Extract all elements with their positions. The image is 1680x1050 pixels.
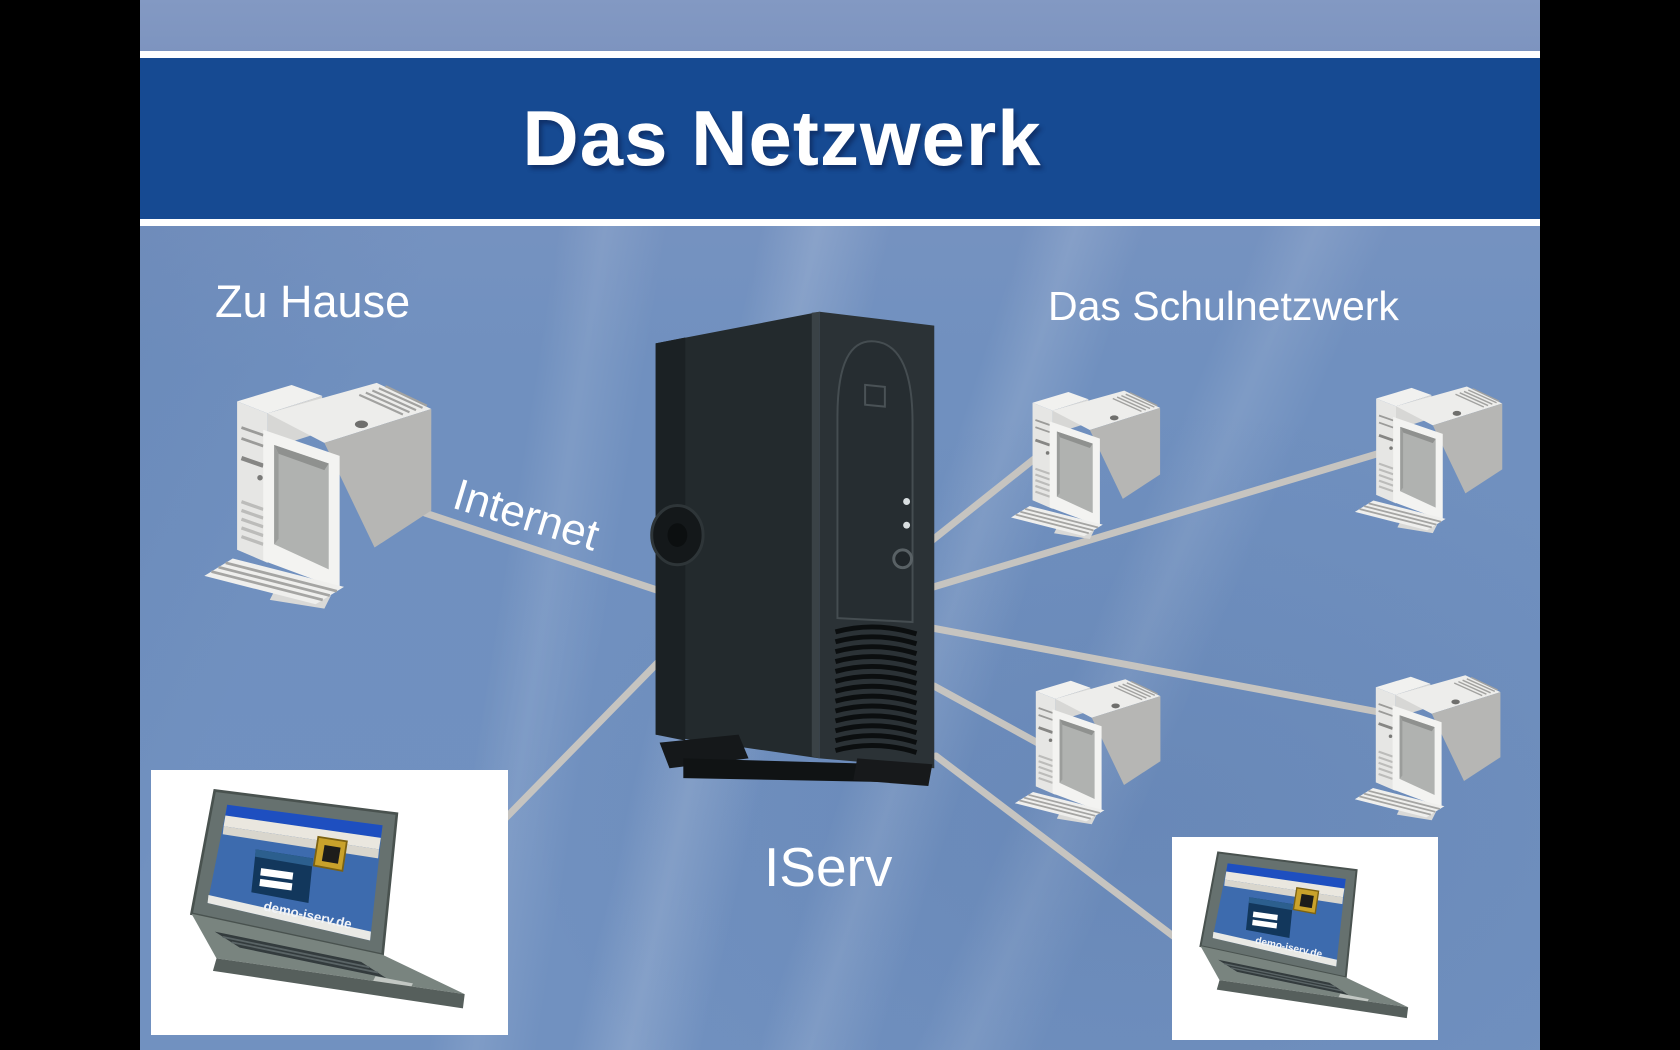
school-laptop-photo: demo-iserv.de (1172, 837, 1438, 1040)
line-home-laptop-to-server (488, 641, 679, 836)
school-pc-4-illustration (1352, 662, 1506, 830)
home-pc-illustration (200, 362, 440, 624)
title-banner: Das Netzwerk (140, 58, 1540, 219)
school-pc-2-illustration (1352, 373, 1508, 543)
line-server-to-school-pc-1 (926, 444, 1052, 546)
laptop-illustration: demo-iserv.de (1199, 851, 1409, 1019)
separator-line-top (140, 51, 1540, 58)
slide-top-strip (140, 0, 1540, 51)
slide-title: Das Netzwerk (522, 94, 1042, 182)
line-server-to-school-pc-2 (926, 443, 1404, 592)
server-illustration (642, 296, 942, 790)
laptop-illustration: demo-iserv.de (189, 789, 465, 1009)
school-pc-1-illustration (1008, 377, 1166, 549)
school-pc-3-illustration (1012, 666, 1166, 834)
label-zu-hause: Zu Hause (215, 276, 411, 327)
separator-line-bottom (140, 219, 1540, 226)
label-schulnetzwerk: Das Schulnetzwerk (1048, 283, 1399, 329)
home-laptop-photo: demo-iserv.de (151, 770, 508, 1035)
line-server-to-school-laptop (932, 752, 1189, 949)
label-iserv: IServ (764, 836, 893, 898)
line-server-to-school-pc-4 (928, 624, 1404, 720)
